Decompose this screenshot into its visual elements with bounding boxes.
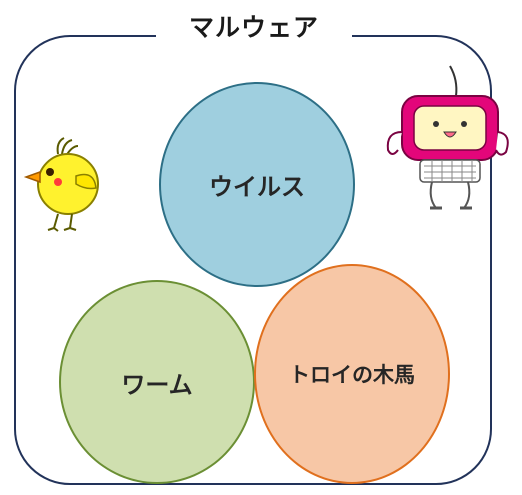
- circle-trojan-horse: トロイの木馬: [254, 264, 450, 484]
- circle-virus: ウイルス: [159, 82, 355, 287]
- chick-illustration: [23, 137, 99, 232]
- diagram-title: マルウェア: [156, 8, 352, 48]
- circle-trojan-horse-label: トロイの木馬: [289, 363, 415, 387]
- circle-worm-label: ワーム: [121, 370, 193, 399]
- circle-virus-label: ウイルス: [209, 173, 305, 201]
- circle-worm: ワーム: [59, 280, 255, 484]
- robot-tv-illustration: [386, 65, 509, 210]
